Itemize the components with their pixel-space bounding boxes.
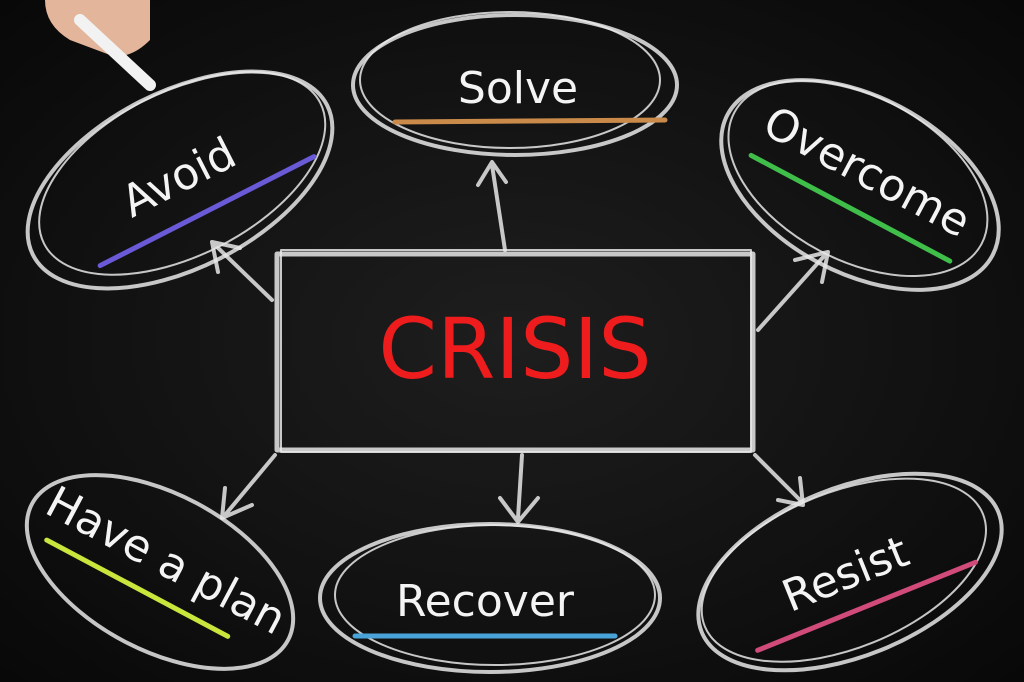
crisis-box: CRISIS xyxy=(274,249,756,453)
node-have-a-plan-label: Have a plan xyxy=(38,477,294,646)
arrow-to-recover xyxy=(498,453,540,524)
underline-avoid xyxy=(97,154,317,269)
node-recover: Recover xyxy=(318,522,662,674)
node-recover-label: Recover xyxy=(396,576,575,627)
node-avoid: Avoid xyxy=(25,69,335,291)
node-solve: Solve xyxy=(351,11,679,157)
arrow-to-solve xyxy=(476,160,508,252)
node-overcome-label: Overcome xyxy=(755,97,978,248)
underline-overcome xyxy=(748,152,953,264)
hand-with-chalk xyxy=(45,0,156,91)
crisis-label: CRISIS xyxy=(378,300,651,398)
arrow-to-have-a-plan xyxy=(220,453,277,520)
node-resist-label: Resist xyxy=(775,526,916,622)
arrow-to-resist xyxy=(753,453,805,507)
node-overcome: Overcome xyxy=(719,78,1001,292)
underline-resist xyxy=(755,559,978,653)
node-solve-label: Solve xyxy=(458,63,578,114)
arrow-to-avoid xyxy=(210,240,274,302)
node-resist: Resist xyxy=(696,471,1004,673)
node-have-a-plan: Have a plan xyxy=(24,473,296,671)
underline-solve xyxy=(392,117,668,125)
node-avoid-label: Avoid xyxy=(114,128,245,228)
underline-have-a-plan xyxy=(44,537,231,639)
